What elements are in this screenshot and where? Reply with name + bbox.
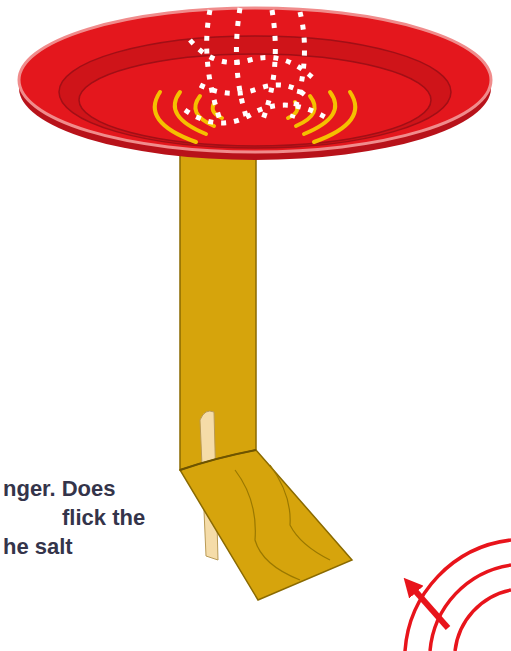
caption-fragment: nger. Does xyxy=(3,476,115,502)
sound-arcs xyxy=(405,540,511,651)
vibration-arcs xyxy=(155,92,356,142)
plate xyxy=(19,8,491,160)
tube xyxy=(180,140,352,600)
salt xyxy=(185,8,330,123)
caption-fragment: flick the xyxy=(62,505,145,531)
caption-fragment: he salt xyxy=(3,534,73,560)
